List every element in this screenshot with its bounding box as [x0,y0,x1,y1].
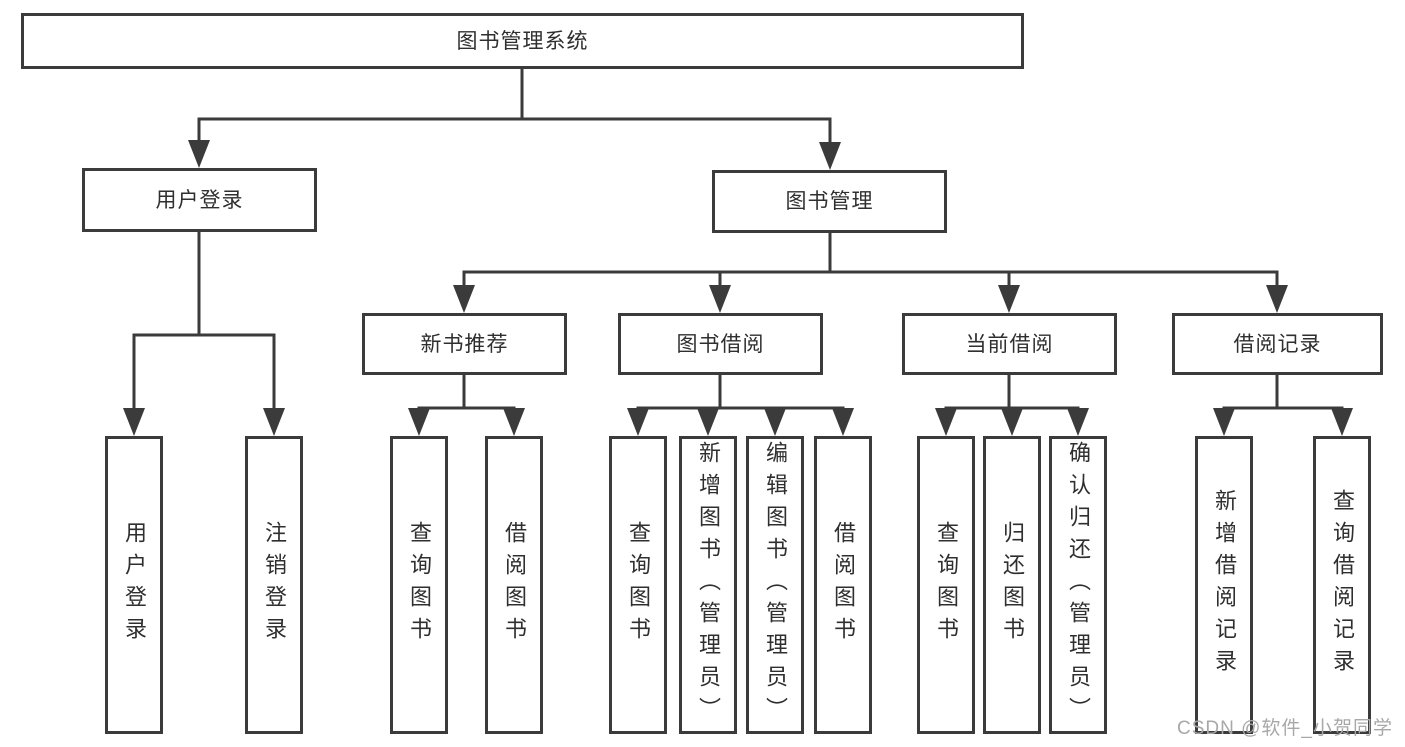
arrowhead-icon [1331,408,1353,436]
leaf-current-confirm-return-admin: 确认归还（管理员） [1049,436,1107,734]
node-book-borrowing-label: 图书借阅 [676,332,765,356]
node-book-borrowing: 图书借阅 [618,313,823,375]
arrowhead-icon [819,142,841,170]
csdn-watermark: CSDN @软件_小贺同学 [1177,718,1393,739]
arrowhead-icon [1213,408,1235,436]
leaf-borrow-edit-books-admin: 编辑图书（管理员） [746,436,804,734]
arrowhead-icon [503,408,525,436]
leaf-records-query-record: 查询借阅记录 [1313,436,1371,734]
arrowhead-icon [408,408,430,436]
leaf-current-return-books: 归还图书 [983,436,1041,734]
node-book-management-label: 图书管理 [785,190,874,213]
node-current-borrowing: 当前借阅 [902,313,1117,375]
arrowhead-icon [1067,408,1089,436]
leaf-current-query-books: 查询图书 [917,436,975,734]
node-root: 图书管理系统 [21,13,1024,69]
leaf-user-login-label: 用户登录 [122,521,147,649]
leaf-newbook-query-books-label: 查询图书 [407,521,432,649]
leaf-current-return-books-label: 归还图书 [1000,521,1025,649]
leaf-borrow-borrow-books: 借阅图书 [814,436,872,734]
arrowheads-group [123,140,1353,436]
node-current-borrowing-label: 当前借阅 [965,332,1054,356]
leaf-borrow-edit-books-admin-label: 编辑图书（管理员） [763,441,788,729]
node-new-book-recommendation-label: 新书推荐 [420,332,509,356]
arrowhead-icon [123,408,145,436]
leaf-logout-login: 注销登录 [245,436,303,734]
arrowhead-icon [453,285,475,313]
leaf-current-confirm-return-admin-label: 确认归还（管理员） [1066,441,1091,729]
leaf-borrow-borrow-books-label: 借阅图书 [831,521,856,649]
node-root-label: 图书管理系统 [456,29,589,53]
node-borrowing-records: 借阅记录 [1172,313,1383,375]
leaf-borrow-add-books-admin: 新增图书（管理员） [679,436,737,734]
leaf-logout-login-label: 注销登录 [262,521,287,649]
arrowhead-icon [263,408,285,436]
leaf-borrow-query-books: 查询图书 [609,436,667,734]
node-book-management: 图书管理 [712,170,947,233]
node-new-book-recommendation: 新书推荐 [362,313,567,375]
node-user-login: 用户登录 [82,168,317,232]
leaf-records-add-record: 新增借阅记录 [1195,436,1253,734]
node-user-login-label: 用户登录 [155,188,244,212]
arrowhead-icon [1266,285,1288,313]
arrowhead-icon [627,408,649,436]
arrowhead-icon [1001,408,1023,436]
leaf-records-add-record-label: 新增借阅记录 [1212,489,1237,681]
leaf-newbook-borrow-books: 借阅图书 [485,436,543,734]
leaf-newbook-borrow-books-label: 借阅图书 [502,521,527,649]
arrowhead-icon [764,408,786,436]
arrowhead-icon [697,408,719,436]
arrowhead-icon [998,285,1020,313]
leaf-current-query-books-label: 查询图书 [934,521,959,649]
arrowhead-icon [709,285,731,313]
arrowhead-icon [832,408,854,436]
leaf-borrow-query-books-label: 查询图书 [626,521,651,649]
arrowhead-icon [188,140,210,168]
node-borrowing-records-label: 借阅记录 [1233,332,1322,356]
leaf-borrow-add-books-admin-label: 新增图书（管理员） [696,441,721,729]
arrowhead-icon [935,408,957,436]
leaf-user-login: 用户登录 [105,436,163,734]
leaf-records-query-record-label: 查询借阅记录 [1330,489,1355,681]
leaf-newbook-query-books: 查询图书 [390,436,448,734]
